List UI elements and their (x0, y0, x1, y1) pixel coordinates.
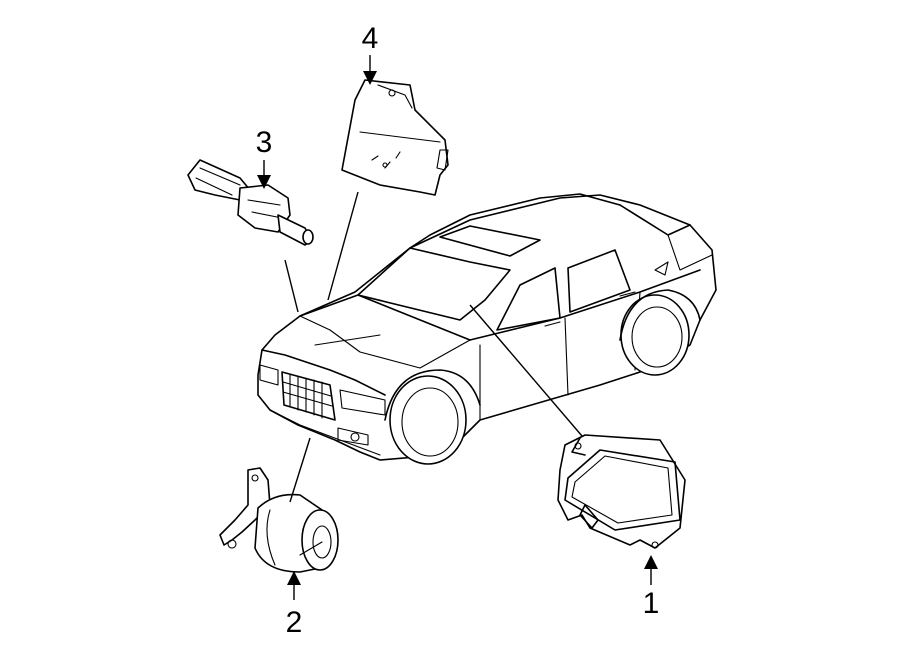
callout-labels: 1 2 3 4 (256, 22, 660, 639)
callout-label-2: 2 (286, 606, 303, 639)
part-3-sensor (187, 159, 314, 246)
callout-label-1: 1 (643, 587, 660, 620)
part-2-horn (219, 467, 339, 573)
leader-line-1 (469, 304, 583, 437)
callout-label-4: 4 (362, 22, 379, 55)
leader-line-3 (284, 259, 299, 313)
part-4-bracket (341, 79, 449, 196)
callout-arrows (257, 55, 658, 600)
car-illustration (257, 193, 717, 465)
leader-lines (284, 191, 583, 503)
callout-label-3: 3 (256, 126, 273, 159)
leader-line-4 (327, 191, 359, 301)
part-1-module (557, 434, 686, 549)
leader-line-2 (289, 437, 311, 503)
